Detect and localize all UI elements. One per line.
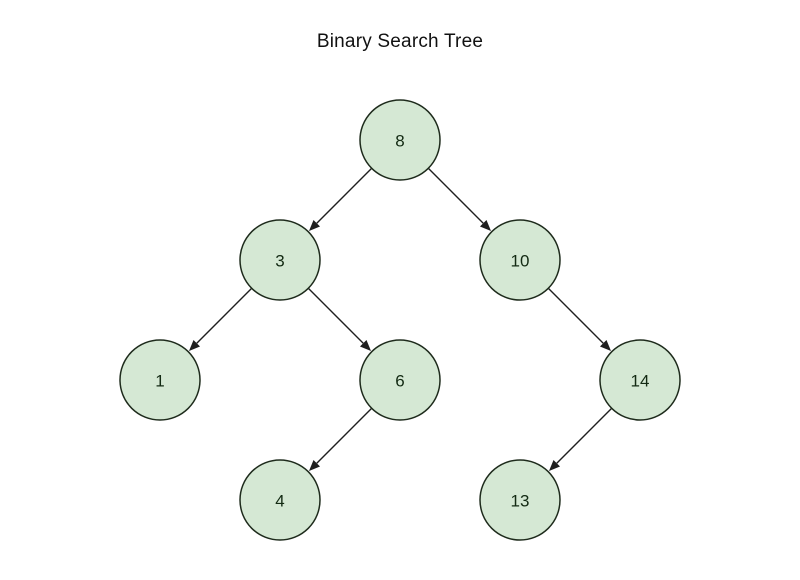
node-circle[interactable] <box>239 459 321 541</box>
tree-node-1[interactable]: 1 <box>119 339 201 421</box>
tree-node-10[interactable]: 10 <box>479 219 561 301</box>
arrowhead-icon <box>308 219 321 232</box>
edge-line <box>556 407 613 464</box>
tree-node-3[interactable]: 3 <box>239 219 321 301</box>
tree-edge-14-to-13 <box>548 407 613 472</box>
arrowhead-icon <box>548 459 561 472</box>
node-circle[interactable] <box>119 339 201 421</box>
node-label: 3 <box>275 252 284 271</box>
tree-edge-3-to-6 <box>307 287 372 352</box>
edge-line <box>307 287 364 344</box>
edge-line <box>316 407 373 464</box>
node-label: 6 <box>395 372 404 391</box>
node-circle[interactable] <box>599 339 681 421</box>
node-label: 10 <box>511 252 530 271</box>
tree-node-13[interactable]: 13 <box>479 459 561 541</box>
tree-node-14[interactable]: 14 <box>599 339 681 421</box>
arrowhead-icon <box>599 339 612 352</box>
arrowhead-icon <box>188 339 201 352</box>
tree-edge-8-to-10 <box>427 167 492 232</box>
arrowhead-icon <box>308 459 321 472</box>
edge-line <box>427 167 484 224</box>
node-circle[interactable] <box>239 219 321 301</box>
arrowhead-icon <box>479 219 492 232</box>
tree-edge-8-to-3 <box>308 167 373 232</box>
node-label: 4 <box>275 492 284 511</box>
tree-node-4[interactable]: 4 <box>239 459 321 541</box>
node-circle[interactable] <box>359 99 441 181</box>
node-label: 13 <box>511 492 530 511</box>
tree-edge-3-to-1 <box>188 287 253 352</box>
node-label: 1 <box>155 372 164 391</box>
diagram-title: Binary Search Tree <box>316 31 484 52</box>
edge-line <box>547 287 604 344</box>
node-circle[interactable] <box>359 339 441 421</box>
node-circle[interactable] <box>479 219 561 301</box>
tree-edge-10-to-14 <box>547 287 612 352</box>
node-label: 8 <box>395 132 404 151</box>
node-circle[interactable] <box>479 459 561 541</box>
tree-edge-6-to-4 <box>308 407 373 472</box>
edge-layer <box>188 167 613 472</box>
tree-node-6[interactable]: 6 <box>359 339 441 421</box>
tree-node-8[interactable]: 8 <box>359 99 441 181</box>
node-label: 14 <box>631 372 650 391</box>
arrowhead-icon <box>359 339 372 352</box>
edge-line <box>196 287 253 344</box>
edge-line <box>316 167 373 224</box>
node-layer: 8 3 10 1 6 14 4 13 <box>119 99 681 541</box>
